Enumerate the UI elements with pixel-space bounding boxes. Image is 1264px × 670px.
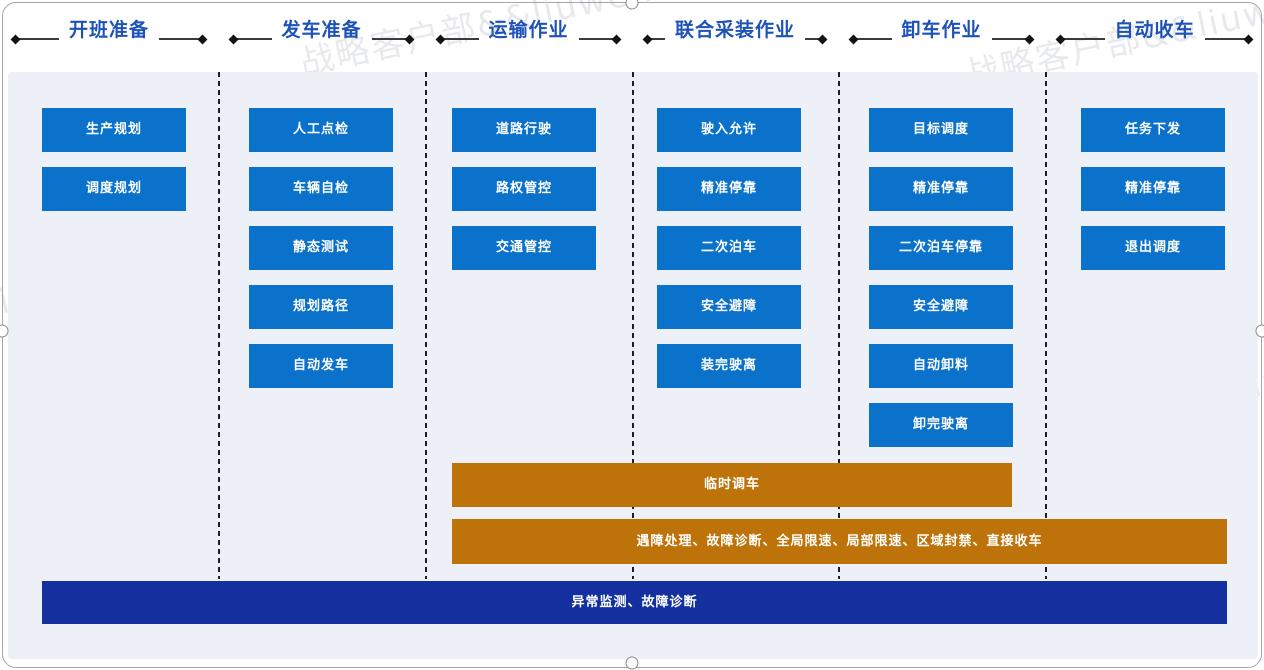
phase-header-2: 发车准备: [228, 19, 415, 48]
phase-header-1: 开班准备: [10, 19, 208, 48]
step-precise-docking[interactable]: 精准停靠: [869, 167, 1013, 211]
header-line: [651, 38, 665, 40]
diamond-marker: [404, 34, 415, 44]
column-divider: [1045, 72, 1047, 579]
diamond-marker: [611, 34, 622, 44]
header-line: [444, 38, 479, 40]
step-manual-check[interactable]: 人工点检: [249, 108, 393, 152]
diamond-marker: [10, 34, 21, 44]
header-line: [578, 38, 614, 40]
step-leave-after-loading[interactable]: 装完驶离: [657, 344, 801, 388]
step-task-issue[interactable]: 任务下发: [1081, 108, 1225, 152]
resize-handle-top[interactable]: [625, 0, 639, 10]
resize-handle-bottom[interactable]: [625, 656, 639, 670]
step-production-planning[interactable]: 生产规划: [42, 108, 186, 152]
header-line: [159, 38, 200, 40]
phase-title: 卸车作业: [901, 18, 982, 41]
diamond-marker: [1055, 34, 1066, 44]
resize-handle-left[interactable]: [0, 324, 9, 338]
header-line: [371, 38, 407, 40]
exception-handling-bar[interactable]: 遇障处理、故障诊断、全局限速、局部限速、区域封禁、直接收车: [452, 519, 1227, 564]
header-line: [857, 38, 892, 40]
step-obstacle-avoidance[interactable]: 安全避障: [657, 285, 801, 329]
diamond-marker: [197, 34, 208, 44]
diamond-marker: [1024, 34, 1035, 44]
temporary-dispatch-bar[interactable]: 临时调车: [452, 463, 1012, 507]
step-secondary-parking-docking[interactable]: 二次泊车停靠: [869, 226, 1013, 270]
step-route-planning[interactable]: 规划路径: [249, 285, 393, 329]
diamond-marker: [1243, 34, 1254, 44]
step-static-test[interactable]: 静态测试: [249, 226, 393, 270]
step-secondary-parking[interactable]: 二次泊车: [657, 226, 801, 270]
step-rightofway-control[interactable]: 路权管控: [452, 167, 596, 211]
phase-header-5: 卸车作业: [848, 19, 1035, 48]
step-vehicle-selfcheck[interactable]: 车辆自检: [249, 167, 393, 211]
phase-title: 发车准备: [281, 18, 362, 41]
step-precise-docking[interactable]: 精准停靠: [657, 167, 801, 211]
monitoring-bar[interactable]: 异常监测、故障诊断: [42, 581, 1227, 624]
diamond-marker: [642, 34, 653, 44]
column-divider: [425, 72, 427, 579]
phase-title: 运输作业: [488, 18, 569, 41]
phase-header-4: 联合采装作业: [642, 19, 828, 48]
column-divider: [632, 72, 634, 579]
step-road-driving[interactable]: 道路行驶: [452, 108, 596, 152]
phase-title: 自动收车: [1114, 18, 1195, 41]
phase-title: 开班准备: [69, 18, 150, 41]
column-divider: [218, 72, 220, 579]
diamond-marker: [228, 34, 239, 44]
header-line: [991, 38, 1027, 40]
phase-title: 联合采装作业: [675, 18, 796, 41]
step-obstacle-avoidance[interactable]: 安全避障: [869, 285, 1013, 329]
header-line: [19, 38, 59, 40]
resize-handle-right[interactable]: [1255, 324, 1264, 338]
header-line: [805, 38, 820, 40]
header-line: [237, 38, 272, 40]
column-divider: [838, 72, 840, 579]
diamond-marker: [817, 34, 828, 44]
step-precise-docking[interactable]: 精准停靠: [1081, 167, 1225, 211]
step-traffic-control[interactable]: 交通管控: [452, 226, 596, 270]
step-auto-departure[interactable]: 自动发车: [249, 344, 393, 388]
step-leave-after-unloading[interactable]: 卸完驶离: [869, 403, 1013, 447]
step-target-dispatch[interactable]: 目标调度: [869, 108, 1013, 152]
header-line: [1064, 38, 1105, 40]
header-line: [1204, 38, 1246, 40]
diamond-marker: [848, 34, 859, 44]
phase-header-6: 自动收车: [1055, 19, 1254, 48]
phase-header-3: 运输作业: [435, 19, 622, 48]
step-entry-permission[interactable]: 驶入允许: [657, 108, 801, 152]
step-exit-dispatch[interactable]: 退出调度: [1081, 226, 1225, 270]
step-dispatch-planning[interactable]: 调度规划: [42, 167, 186, 211]
diamond-marker: [435, 34, 446, 44]
step-auto-unloading[interactable]: 自动卸料: [869, 344, 1013, 388]
